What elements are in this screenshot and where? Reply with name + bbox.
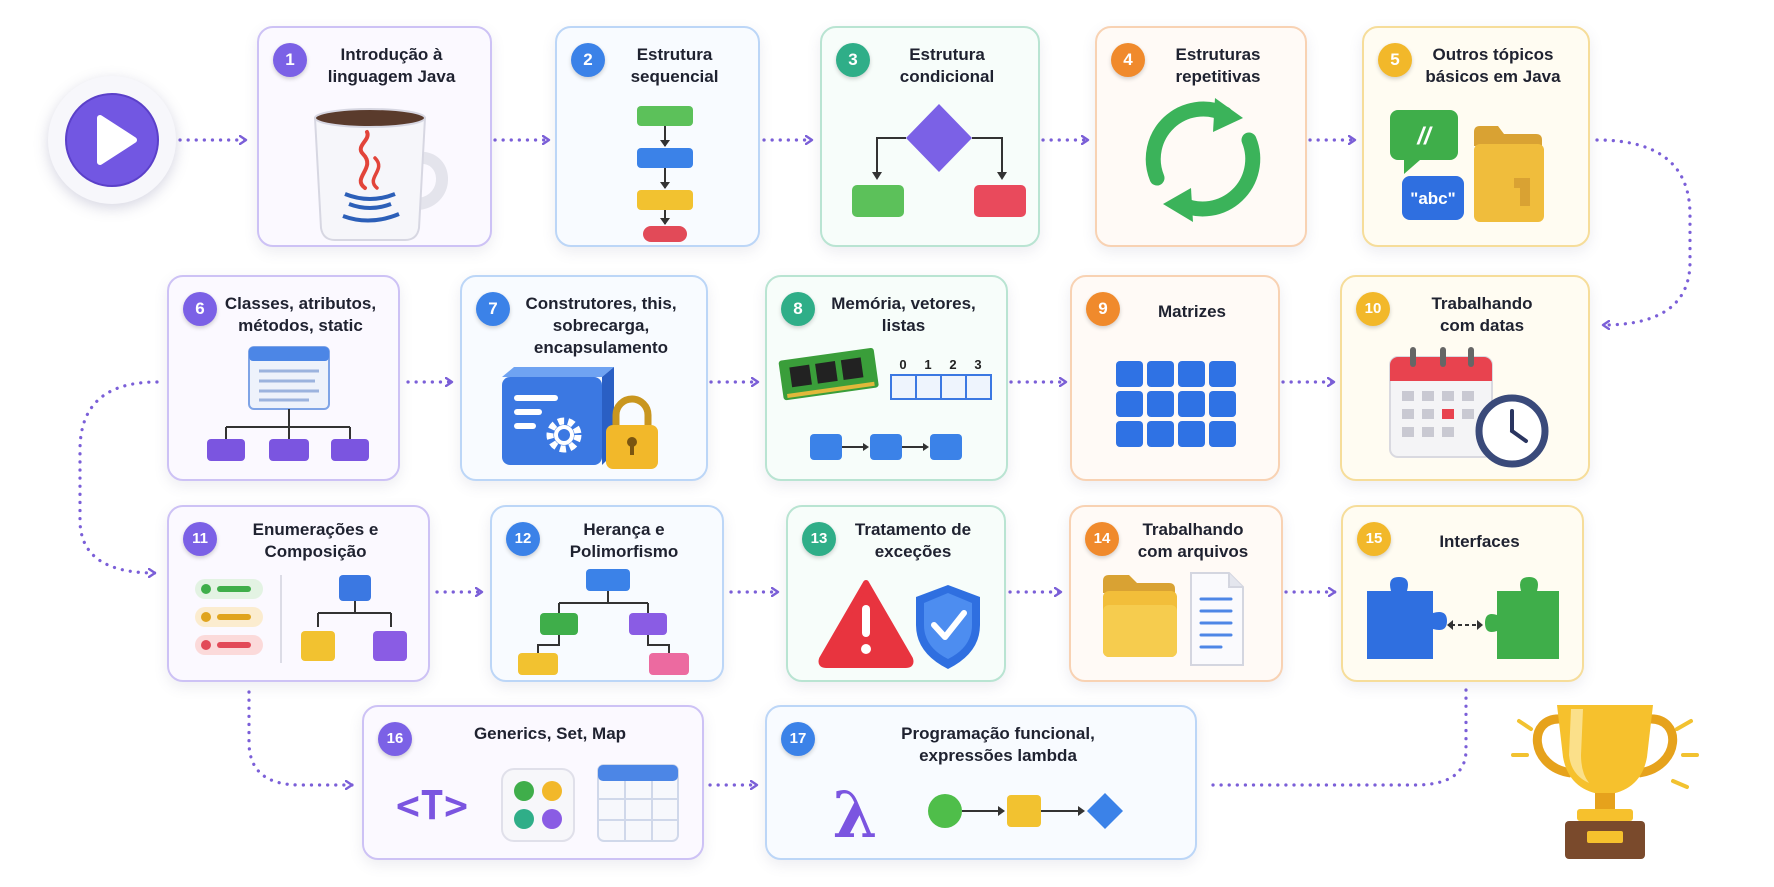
play-icon	[65, 93, 159, 187]
matrix-cell	[1178, 361, 1205, 387]
module-card-9[interactable]: 9 Matrizes	[1070, 275, 1280, 481]
module-number-badge: 11	[183, 522, 217, 556]
module-card-6[interactable]: 6 Classes, atributos, métodos, static	[167, 275, 400, 481]
matrix-cell	[1147, 361, 1174, 387]
module-number-badge: 13	[802, 522, 836, 556]
module-number-badge: 7	[476, 292, 510, 326]
module-title: Introdução à linguagem Java	[327, 45, 456, 86]
module-title: Matrizes	[1157, 302, 1227, 321]
start-button[interactable]	[48, 76, 176, 204]
module-title: Enumerações e Composição	[252, 520, 379, 561]
module-title: Tratamento de exceções	[854, 520, 972, 561]
lambda-symbol: λ	[833, 778, 878, 853]
module-card-5[interactable]: 5 Outros tópicos básicos em Java // "abc…	[1362, 26, 1590, 247]
matrix-cell	[1209, 361, 1236, 387]
module-title: Interfaces	[1439, 532, 1520, 551]
generic-type-tag: <T>	[396, 783, 468, 829]
module-title: Trabalhando com arquivos	[1137, 520, 1249, 561]
generics-set-map-icon: <T>	[396, 764, 679, 842]
matrix-cell	[1147, 421, 1174, 447]
lambda-pipeline-icon: λ	[833, 778, 1123, 853]
module-number-badge: 3	[836, 43, 870, 77]
module-card-13[interactable]: 13 Tratamento de exceções	[786, 505, 1006, 682]
module-title: Trabalhando com datas	[1431, 294, 1533, 335]
matrix-cell	[1147, 391, 1174, 417]
module-card-17[interactable]: 17 Programação funcional, expressões lam…	[765, 705, 1197, 860]
module-title: Memória, vetores, listas	[831, 294, 976, 335]
module-title: Outros tópicos básicos em Java	[1425, 45, 1561, 86]
loop-arrows-icon	[1145, 98, 1261, 222]
inheritance-tree-icon	[518, 569, 689, 675]
module-card-2[interactable]: 2 Estrutura sequencial	[555, 26, 760, 247]
module-number-badge: 12	[506, 522, 540, 556]
trophy-icon	[1511, 705, 1699, 859]
module-number-badge: 2	[571, 43, 605, 77]
module-number-badge: 4	[1111, 43, 1145, 77]
module-number-badge: 16	[378, 722, 412, 756]
module-card-1[interactable]: 1 Introdução à linguagem Java	[257, 26, 492, 247]
module-number-badge: 8	[781, 292, 815, 326]
module-title: Classes, atributos, métodos, static	[224, 294, 377, 335]
module-card-8[interactable]: 8 Memória, vetores, listas 0 1 2 3	[765, 275, 1008, 481]
folder-document-icon	[1103, 572, 1244, 666]
module-number-badge: 10	[1356, 292, 1390, 326]
module-number-badge: 15	[1357, 522, 1391, 556]
module-number-badge: 9	[1086, 292, 1120, 326]
connector-5-10	[1595, 138, 1692, 325]
array-index-3: 3	[974, 357, 981, 372]
module-card-14[interactable]: 14 Trabalhando com arquivos	[1069, 505, 1283, 682]
calendar-clock-icon	[1389, 347, 1549, 468]
module-number-badge: 5	[1378, 43, 1412, 77]
module-title: Estrutura condicional	[899, 45, 995, 86]
module-card-12[interactable]: 12 Herança e Polimorfismo	[490, 505, 724, 682]
module-card-16[interactable]: 16 Generics, Set, Map <T>	[362, 705, 704, 860]
module-title: Programação funcional, expressões lambda	[901, 724, 1095, 765]
class-hierarchy-icon	[207, 346, 369, 461]
string-tag: "abc"	[1410, 189, 1455, 208]
array-index-0: 0	[899, 357, 906, 372]
conditional-branch-icon	[852, 104, 1026, 217]
matrix-grid-icon	[1116, 361, 1236, 447]
comment-tag: //	[1416, 123, 1433, 150]
matrix-cell	[1178, 391, 1205, 417]
module-number-badge: 17	[781, 722, 815, 756]
sequential-flow-icon	[637, 106, 693, 242]
module-card-11[interactable]: 11 Enumerações e Composição	[167, 505, 430, 682]
matrix-cell	[1116, 391, 1143, 417]
module-card-10[interactable]: 10 Trabalhando com datas	[1340, 275, 1590, 481]
matrix-cell	[1116, 361, 1143, 387]
module-number-badge: 14	[1085, 522, 1119, 556]
module-title: Herança e Polimorfismo	[569, 520, 679, 561]
module-card-3[interactable]: 3 Estrutura condicional	[820, 26, 1040, 247]
connector-15-finish	[1211, 688, 1468, 787]
module-number-badge: 1	[273, 43, 307, 77]
warning-shield-icon	[818, 580, 980, 669]
matrix-cell	[1178, 421, 1205, 447]
module-card-4[interactable]: 4 Estruturas repetitivas	[1095, 26, 1307, 247]
puzzle-pieces-icon	[1367, 577, 1559, 659]
memory-array-list-icon: 0 1 2 3	[778, 347, 992, 460]
module-title: Estrutura sequencial	[630, 45, 719, 86]
module-number-badge: 6	[183, 292, 217, 326]
matrix-cell	[1209, 391, 1236, 417]
connector-to-11	[78, 380, 159, 573]
module-card-15[interactable]: 15 Interfaces	[1341, 505, 1584, 682]
matrix-cell	[1209, 421, 1236, 447]
enum-composition-icon	[195, 575, 407, 663]
module-title: Generics, Set, Map	[473, 724, 627, 743]
array-index-1: 1	[924, 357, 931, 372]
connector-11-16	[247, 690, 354, 785]
module-title: Estruturas repetitivas	[1175, 45, 1261, 86]
matrix-cell	[1116, 421, 1143, 447]
java-mug-icon	[313, 108, 448, 241]
comment-string-folder-icon: // "abc"	[1390, 110, 1544, 222]
module-card-7[interactable]: 7 Construtores, this, sobrecarga, encaps…	[460, 275, 708, 481]
array-index-2: 2	[949, 357, 956, 372]
module-title: Construtores, this, sobrecarga, encapsul…	[525, 294, 677, 357]
locked-module-icon	[502, 367, 658, 469]
